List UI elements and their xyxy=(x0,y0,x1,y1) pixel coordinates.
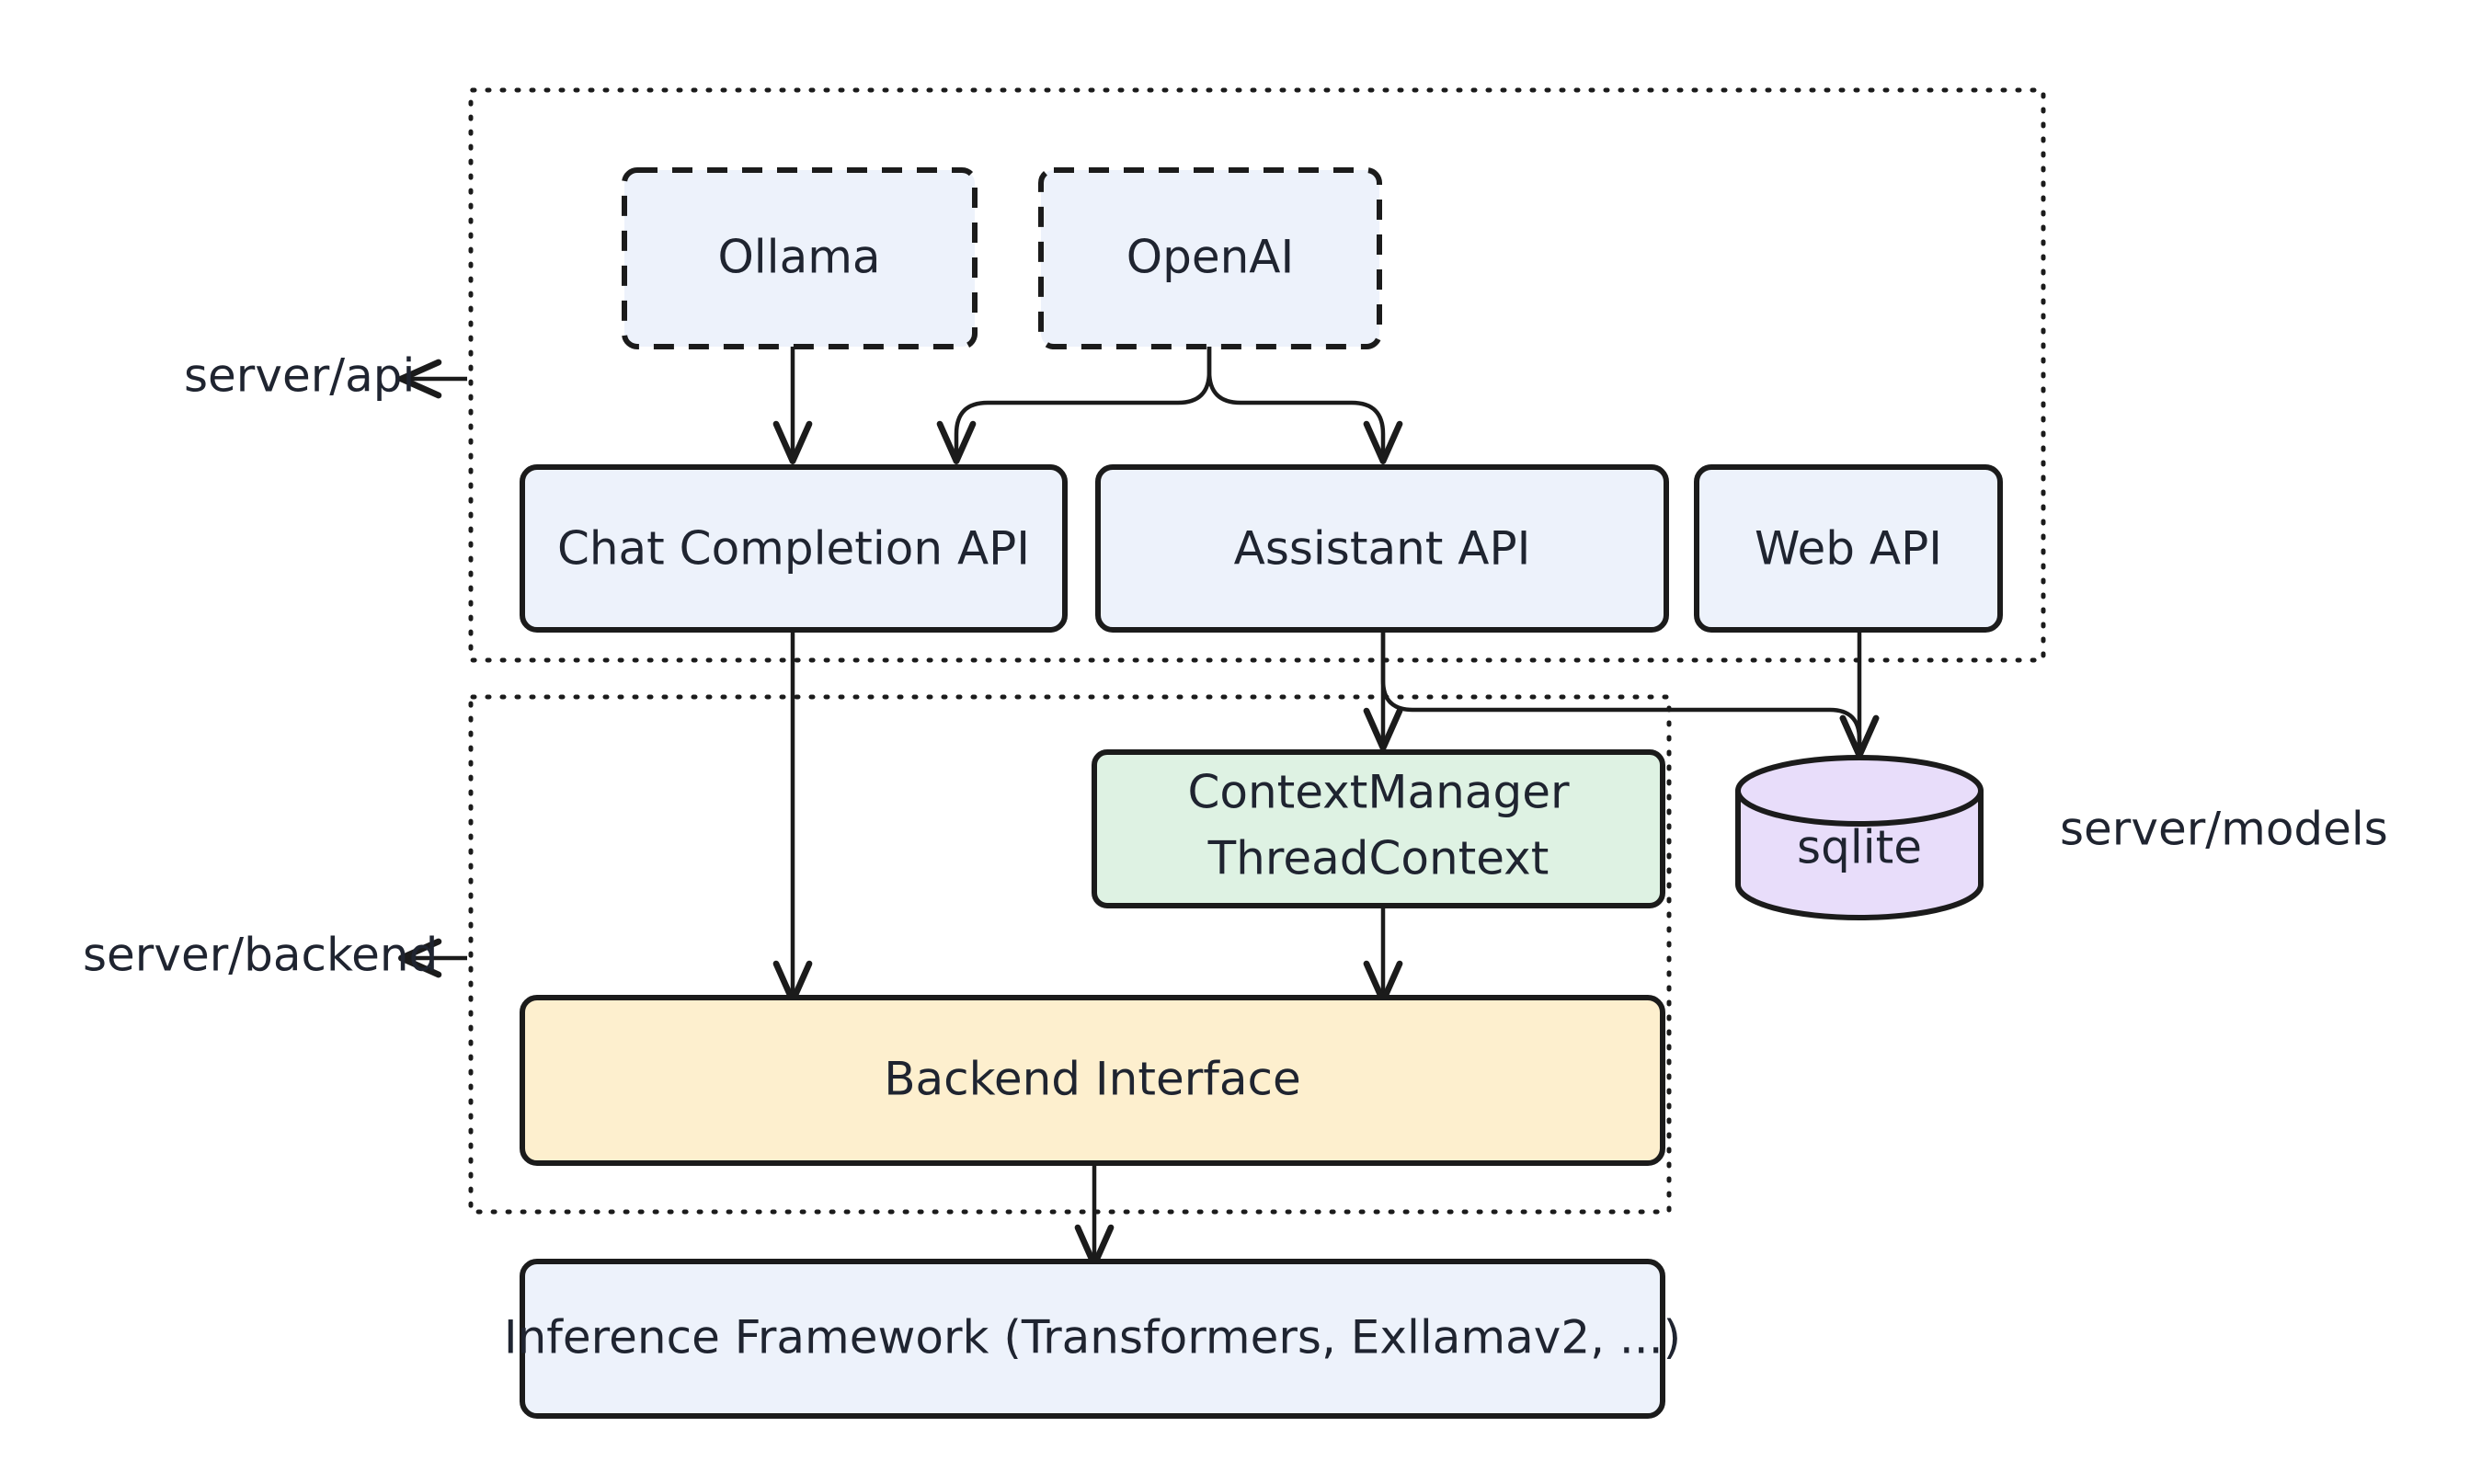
group-container-api xyxy=(468,87,2046,663)
node-ollama-label: Ollama xyxy=(717,231,880,284)
node-sqlite[interactable]: sqlite xyxy=(1735,755,1984,920)
node-inference-framework[interactable]: Inference Framework (Transformers, Exlla… xyxy=(504,1259,1681,1419)
group-container-backend xyxy=(468,694,1672,1215)
node-inference-framework-shape xyxy=(520,1259,1665,1419)
node-sqlite-body xyxy=(1735,788,1984,920)
node-chat-completion-api-label: Chat Completion API xyxy=(557,522,1030,576)
edge-openai-to-chat-completion-api xyxy=(936,344,1212,464)
node-backend-interface[interactable]: Backend Interface xyxy=(520,995,1665,1166)
node-sqlite-label: sqlite xyxy=(1797,821,1922,874)
node-chat-completion-api[interactable]: Chat Completion API xyxy=(520,464,1068,633)
group-label-server-models: server/models xyxy=(2060,803,2388,856)
group-label-server-backend: server/backend xyxy=(83,929,438,982)
node-assistant-api[interactable]: Assistant API xyxy=(1095,464,1669,633)
node-openai-label: OpenAI xyxy=(1126,231,1295,284)
node-context-manager-label-line2: ThreadContext xyxy=(1207,832,1549,885)
node-assistant-api-label: Assistant API xyxy=(1234,522,1531,576)
node-sqlite-top-ellipse xyxy=(1735,755,1984,827)
node-backend-interface-shape xyxy=(520,995,1665,1166)
node-web-api-shape xyxy=(1694,464,2003,633)
node-inference-framework-label: Inference Framework (Transformers, Exlla… xyxy=(504,1311,1681,1364)
edge-openai-to-assistant-api xyxy=(1206,344,1403,464)
node-web-api-label: Web API xyxy=(1755,522,1942,576)
node-ollama[interactable]: Ollama xyxy=(622,167,978,349)
node-openai[interactable]: OpenAI xyxy=(1038,167,1382,349)
node-assistant-api-shape xyxy=(1095,464,1669,633)
node-openai-shape xyxy=(1038,167,1382,349)
node-ollama-shape xyxy=(622,167,978,349)
node-chat-completion-api-shape xyxy=(520,464,1068,633)
node-web-api[interactable]: Web API xyxy=(1694,464,2003,633)
edge-assistant-api-to-sqlite xyxy=(1380,627,1880,759)
node-context-manager[interactable]: ContextManager ThreadContext xyxy=(1092,749,1665,908)
node-backend-interface-label: Backend Interface xyxy=(884,1053,1301,1106)
group-label-server-api: server/api xyxy=(184,349,415,403)
node-context-manager-label-line1: ContextManager xyxy=(1187,766,1569,819)
node-context-manager-shape xyxy=(1092,749,1665,908)
